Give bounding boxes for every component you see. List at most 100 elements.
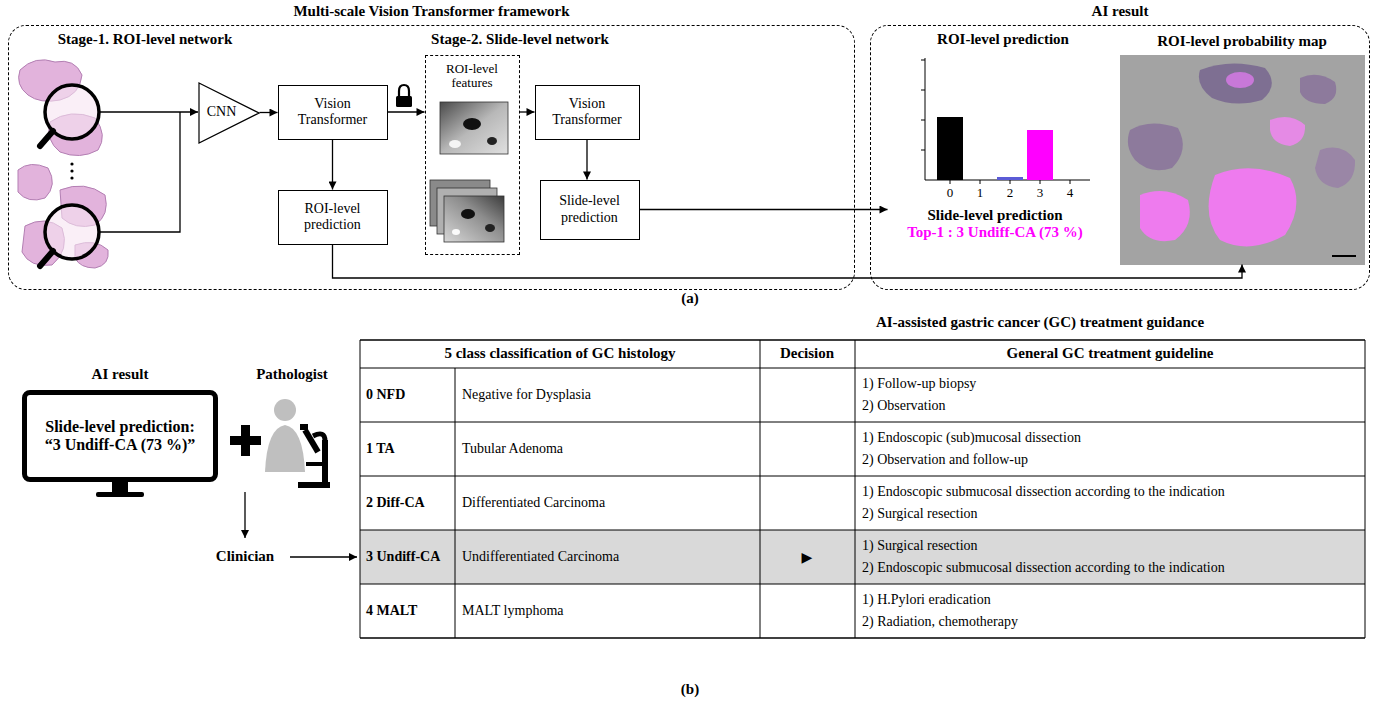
guideline-item: 2) Observation and follow-up bbox=[862, 452, 1028, 468]
bar-chart bbox=[950, 180, 951, 184]
axis-tick-label: 3 bbox=[1037, 186, 1044, 201]
monitor-screen: Slide-level prediction:“3 Undiff-CA (73 … bbox=[22, 390, 218, 482]
section-heading: AI result bbox=[92, 366, 149, 383]
input-wire bbox=[100, 112, 180, 232]
guideline-item: 2) Observation bbox=[862, 398, 946, 414]
feature-map-image bbox=[444, 196, 504, 242]
process-box: Slide-level prediction bbox=[540, 180, 640, 240]
probability-map-image bbox=[1332, 255, 1356, 257]
probability-map-image bbox=[1128, 123, 1183, 170]
plus-sign bbox=[230, 425, 261, 456]
panel-tag: (a) bbox=[681, 290, 699, 307]
guideline-item: 1) Follow-up biopsy bbox=[862, 376, 976, 392]
process-box: Vision Transformer bbox=[535, 85, 640, 140]
node-text: ROI-level features bbox=[430, 62, 515, 92]
guideline-item: 2) Radiation, chemotherapy bbox=[862, 614, 1018, 630]
feature-map-image bbox=[463, 118, 481, 130]
bar-chart bbox=[1010, 180, 1011, 184]
pathologist-icon bbox=[274, 399, 296, 421]
probability-map-image bbox=[1199, 63, 1272, 103]
magnifier-icon bbox=[70, 169, 73, 172]
guideline-item: 1) Endoscopic submucosal dissection acco… bbox=[862, 484, 1225, 500]
feature-group: ROI-level features bbox=[425, 55, 520, 255]
feature-map-image bbox=[452, 229, 460, 235]
class-name: Undifferentiated Carcinoma bbox=[462, 549, 619, 565]
section-heading: Pathologist bbox=[256, 366, 328, 383]
table-grid bbox=[360, 340, 361, 638]
pathologist-icon bbox=[300, 424, 308, 430]
panel-heading: ROI-level probability map bbox=[1120, 33, 1365, 50]
feature-map-image bbox=[449, 140, 461, 148]
table-grid bbox=[760, 340, 761, 638]
role-label: Clinician bbox=[216, 548, 274, 565]
bar-chart bbox=[921, 90, 925, 91]
stage-heading: Stage-2. Slide-level network bbox=[431, 31, 609, 48]
probability-map-image bbox=[1140, 191, 1190, 241]
guideline-item: 2) Surgical resection bbox=[862, 506, 978, 522]
connector-arrow bbox=[332, 140, 333, 190]
guideline-item: 1) H.Pylori eradication bbox=[862, 592, 991, 608]
class-code: 1 TA bbox=[366, 441, 395, 457]
table-grid bbox=[360, 530, 1365, 531]
process-box: ROI-level prediction bbox=[278, 190, 388, 245]
axis-tick-label: 4 bbox=[1067, 186, 1074, 201]
feature-map-image bbox=[440, 102, 508, 154]
table-grid bbox=[360, 530, 1365, 584]
pathologist-icon bbox=[313, 434, 325, 441]
node-text: Vision Transformer bbox=[283, 96, 383, 128]
panel-heading: AI result bbox=[871, 3, 1369, 20]
class-name: Negative for Dysplasia bbox=[462, 387, 591, 403]
bar-chart bbox=[937, 117, 963, 180]
probability-map-image bbox=[1270, 117, 1305, 146]
class-name: Differentiated Carcinoma bbox=[462, 495, 605, 511]
prediction-readout: Slide-level predictionTop-1 : 3 Undiff-C… bbox=[888, 203, 1103, 253]
node-text: CNN bbox=[207, 104, 237, 120]
axis-tick-label: 1 bbox=[977, 186, 984, 201]
table-grid bbox=[360, 368, 1365, 369]
table-grid bbox=[855, 340, 856, 638]
magnifier-icon bbox=[40, 251, 53, 266]
table-title: AI-assisted gastric cancer (GC) treatmen… bbox=[876, 314, 1204, 331]
lock-icon bbox=[396, 85, 412, 107]
bar-chart bbox=[1027, 130, 1053, 180]
process-box: Vision Transformer bbox=[278, 85, 388, 140]
table-grid bbox=[360, 637, 1365, 639]
panel-tag: (b) bbox=[681, 681, 699, 698]
table-grid bbox=[360, 340, 1365, 638]
monitor-stand bbox=[96, 492, 144, 497]
monitor-stand bbox=[96, 482, 144, 497]
guideline-item: 1) Surgical resection bbox=[862, 538, 978, 554]
feature-map-image bbox=[485, 224, 495, 232]
bar-chart bbox=[921, 60, 925, 61]
connector-arrow bbox=[388, 111, 425, 112]
magnifier-icon bbox=[40, 131, 53, 146]
probability-map-image bbox=[1300, 75, 1336, 104]
node-text: “3 Undiff-CA (73 %)” bbox=[45, 436, 196, 454]
bar-chart bbox=[980, 180, 981, 184]
histology-slide bbox=[18, 164, 52, 200]
histology-slide bbox=[18, 60, 108, 268]
feature-map-image bbox=[487, 137, 497, 145]
clinician-arrow bbox=[290, 556, 357, 557]
decision-marker: ▶ bbox=[802, 549, 813, 565]
node-text: Vision Transformer bbox=[540, 96, 635, 128]
connector-arrow bbox=[260, 112, 278, 113]
feature-map-image bbox=[430, 102, 508, 242]
result-panel: AI resultSlide-level predictionTop-1 : 3… bbox=[870, 25, 1370, 290]
probability-map-image bbox=[1120, 55, 1365, 265]
class-code: 0 NFD bbox=[366, 387, 405, 403]
bar-chart bbox=[1040, 180, 1041, 184]
pathologist-icon bbox=[265, 399, 330, 488]
bar-chart bbox=[925, 58, 926, 180]
bar-chart bbox=[921, 58, 1090, 184]
node-text: ROI-level prediction bbox=[283, 201, 383, 233]
pathologist-icon bbox=[306, 462, 324, 466]
stage-heading: Stage-1. ROI-level network bbox=[58, 31, 233, 48]
class-code: 2 Diff-CA bbox=[366, 495, 425, 511]
axis-tick-label: 2 bbox=[1007, 186, 1014, 201]
pathologist-icon bbox=[265, 425, 305, 472]
probability-map-image bbox=[1315, 148, 1355, 188]
magnifier-icon bbox=[40, 85, 99, 266]
